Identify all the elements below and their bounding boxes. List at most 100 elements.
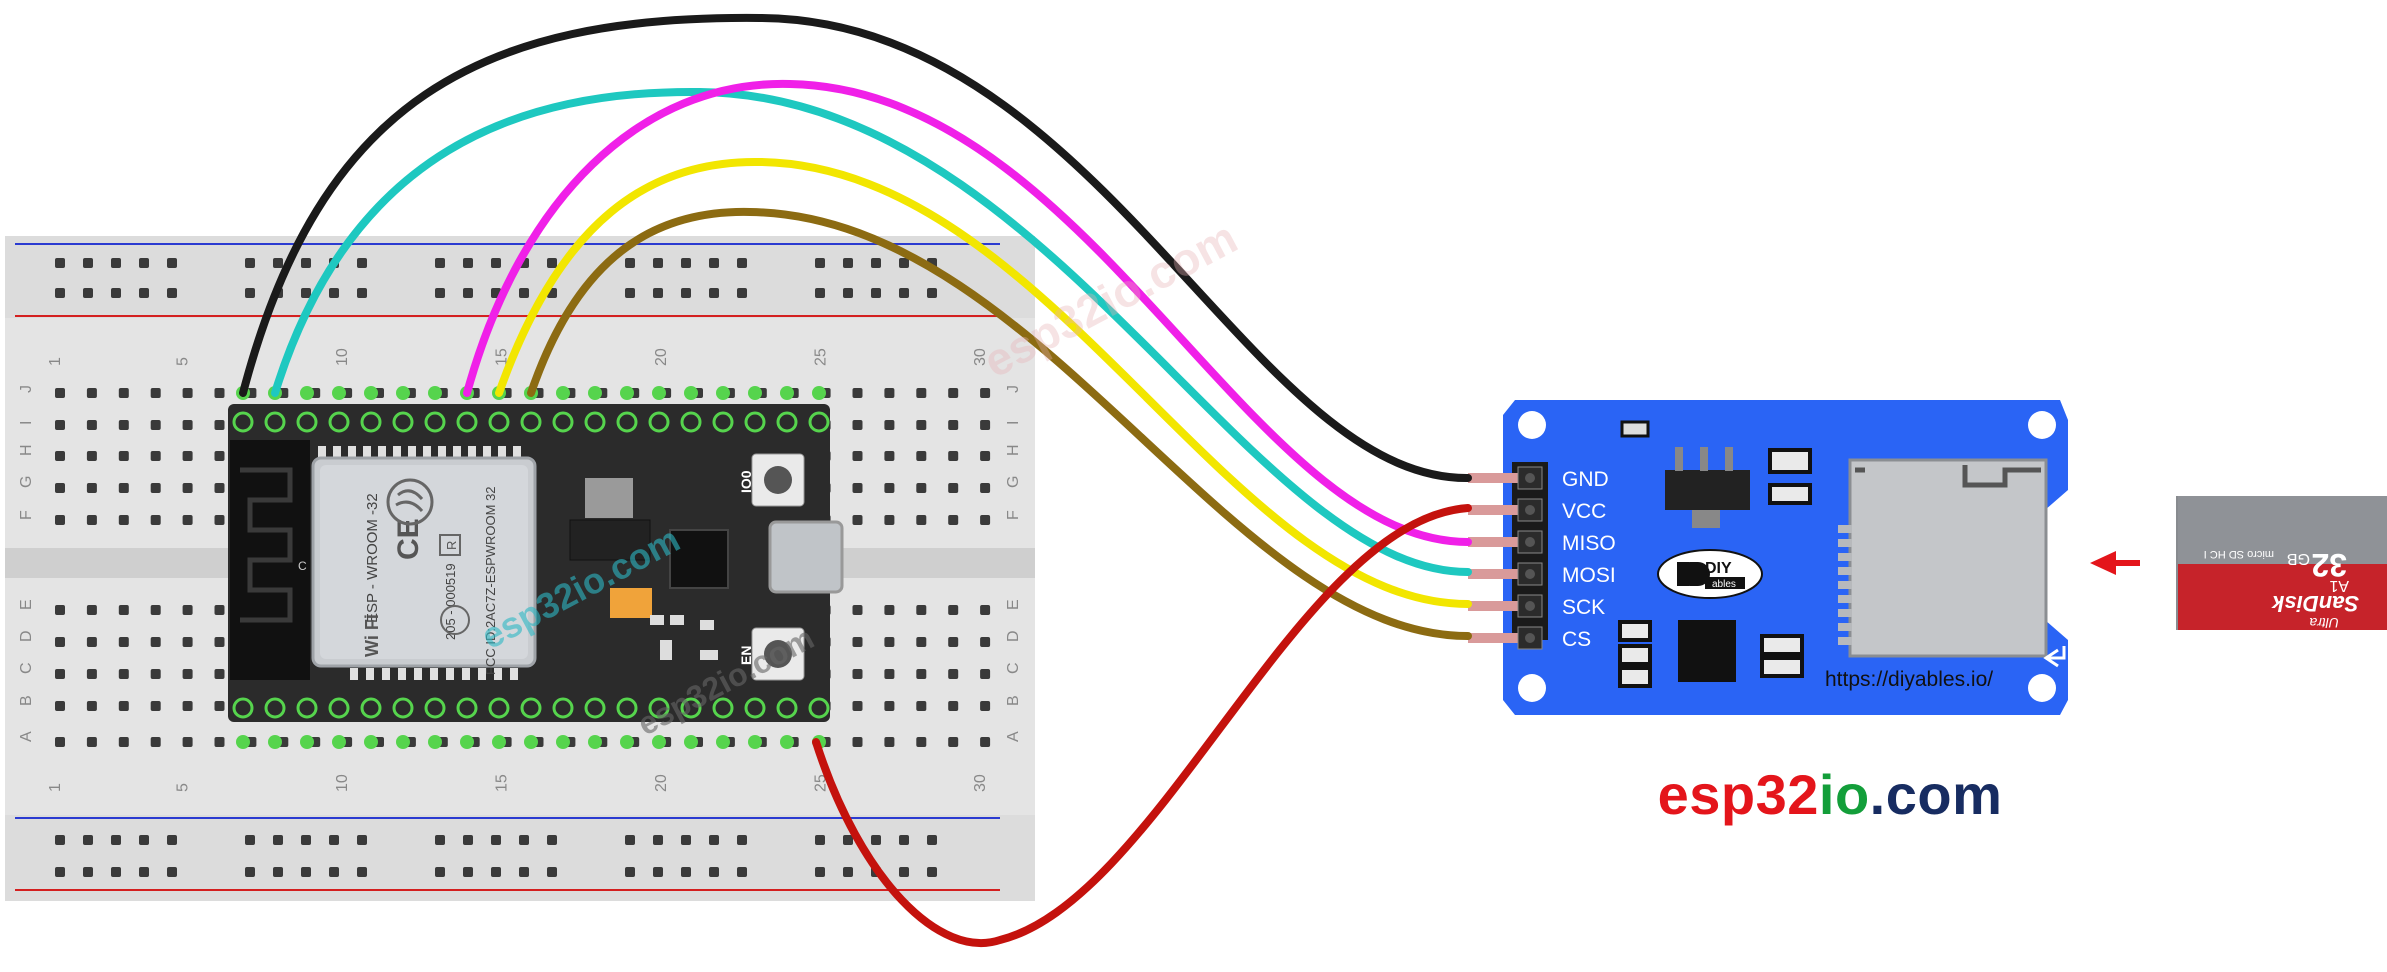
rail-hole — [55, 835, 65, 845]
rail-hole — [843, 288, 853, 298]
breadboard-hole — [182, 605, 193, 615]
sd-unit: GB — [2287, 550, 2310, 567]
module-pad — [398, 668, 406, 680]
header-socket-bottom — [456, 697, 478, 719]
sd-pin-label-mosi: MOSI — [1562, 564, 1616, 587]
breadboard-hole — [884, 420, 895, 430]
insert-arrow — [2090, 551, 2140, 575]
breadboard-hole — [852, 420, 863, 430]
header-pin-top — [332, 386, 346, 400]
breadboard-hole — [55, 388, 65, 398]
header-socket-top — [424, 411, 446, 433]
breadboard-hole — [980, 451, 991, 461]
header-socket-bottom — [360, 697, 382, 719]
row-label-left: I — [18, 421, 35, 425]
breadboard-hole — [980, 701, 991, 711]
breadboard-hole — [852, 669, 863, 679]
header-socket-bottom — [776, 697, 798, 719]
breadboard-hole — [884, 451, 895, 461]
breadboard-hole — [55, 669, 65, 679]
rail-hole — [491, 835, 501, 845]
breadboard-hole — [852, 737, 863, 747]
breadboard-hole — [948, 701, 959, 711]
header-socket-bottom — [648, 697, 670, 719]
header-pin-bottom — [524, 735, 538, 749]
slot-contact — [1838, 525, 1852, 533]
rail-hole — [435, 288, 445, 298]
row-label-left: F — [18, 510, 35, 520]
module-url: https://diyables.io/ — [1825, 668, 1993, 691]
breadboard-hole — [948, 737, 959, 747]
rail-hole — [301, 835, 311, 845]
antenna-mark: C — [298, 559, 307, 573]
wifi-group: Wi Fi — [362, 614, 382, 657]
voltage-regulator — [585, 478, 633, 518]
row-label-right: C — [1005, 662, 1022, 674]
rail-hole — [463, 258, 473, 268]
regulator-tab — [1692, 510, 1720, 528]
slot-contact — [1838, 581, 1852, 589]
header-pin-bottom — [780, 735, 794, 749]
esp32-header-pins — [232, 386, 830, 749]
breadboard-hole — [86, 669, 97, 679]
header-socket-top — [744, 411, 766, 433]
rail-hole — [245, 835, 255, 845]
breadboard-hole — [118, 701, 129, 711]
header-pin-top — [428, 386, 442, 400]
breadboard-hole — [980, 515, 991, 525]
module-pad — [498, 446, 506, 458]
regulator-body — [569, 519, 651, 561]
header-socket-bottom — [616, 697, 638, 719]
wire-mosi — [271, 87, 1472, 576]
row-label-left: H — [18, 444, 35, 456]
breadboard-hole — [948, 605, 959, 615]
header-socket-top — [488, 411, 510, 433]
header-socket-bottom — [392, 697, 414, 719]
module-pad — [366, 668, 374, 680]
sd-pin-label-sck: SCK — [1562, 596, 1605, 619]
rail-hole — [83, 835, 93, 845]
column-label-bottom: 1 — [47, 783, 64, 792]
rail-hole — [111, 835, 121, 845]
rail-hole — [815, 867, 825, 877]
breadboard-hole — [55, 451, 65, 461]
sd-pin-leg — [1468, 601, 1518, 611]
breadboard-hole — [214, 420, 225, 430]
rail-hole — [681, 835, 691, 845]
rail-hole — [111, 258, 121, 268]
module-pad — [333, 446, 341, 458]
breadboard-hole — [118, 388, 129, 398]
header-socket-bottom — [808, 697, 830, 719]
breadboard-hole — [150, 451, 161, 461]
sd-pin-hole — [1525, 505, 1535, 515]
breadboard-hole — [182, 637, 193, 647]
espressif-logo-icon — [386, 478, 434, 526]
header-pin-top — [588, 386, 602, 400]
breadboard-hole — [916, 605, 927, 615]
slot-contact — [1838, 553, 1852, 561]
en-label: EN — [738, 646, 754, 665]
rail-hole — [653, 288, 663, 298]
module-pad — [430, 668, 438, 680]
brand-part-io: io — [1818, 763, 1870, 826]
rail-hole — [709, 835, 719, 845]
slot-contact — [1838, 595, 1852, 603]
rail-hole — [329, 288, 339, 298]
header-pin-bottom — [428, 735, 442, 749]
antenna-trace — [240, 467, 293, 623]
header-pin-top — [620, 386, 634, 400]
rail-hole — [167, 867, 177, 877]
header-pin-top — [684, 386, 698, 400]
shield-text-group-2: 205 - 000519 — [443, 563, 458, 640]
rail-hole — [83, 288, 93, 298]
breadboard-hole — [916, 737, 927, 747]
module-pad — [423, 446, 431, 458]
breadboard-hole — [182, 515, 193, 525]
breadboard-hole — [852, 701, 863, 711]
row-label-left: A — [18, 731, 35, 742]
rail-hole — [301, 867, 311, 877]
smd-res — [1760, 656, 1804, 678]
header-pin-top — [780, 386, 794, 400]
rail-hole — [301, 258, 311, 268]
